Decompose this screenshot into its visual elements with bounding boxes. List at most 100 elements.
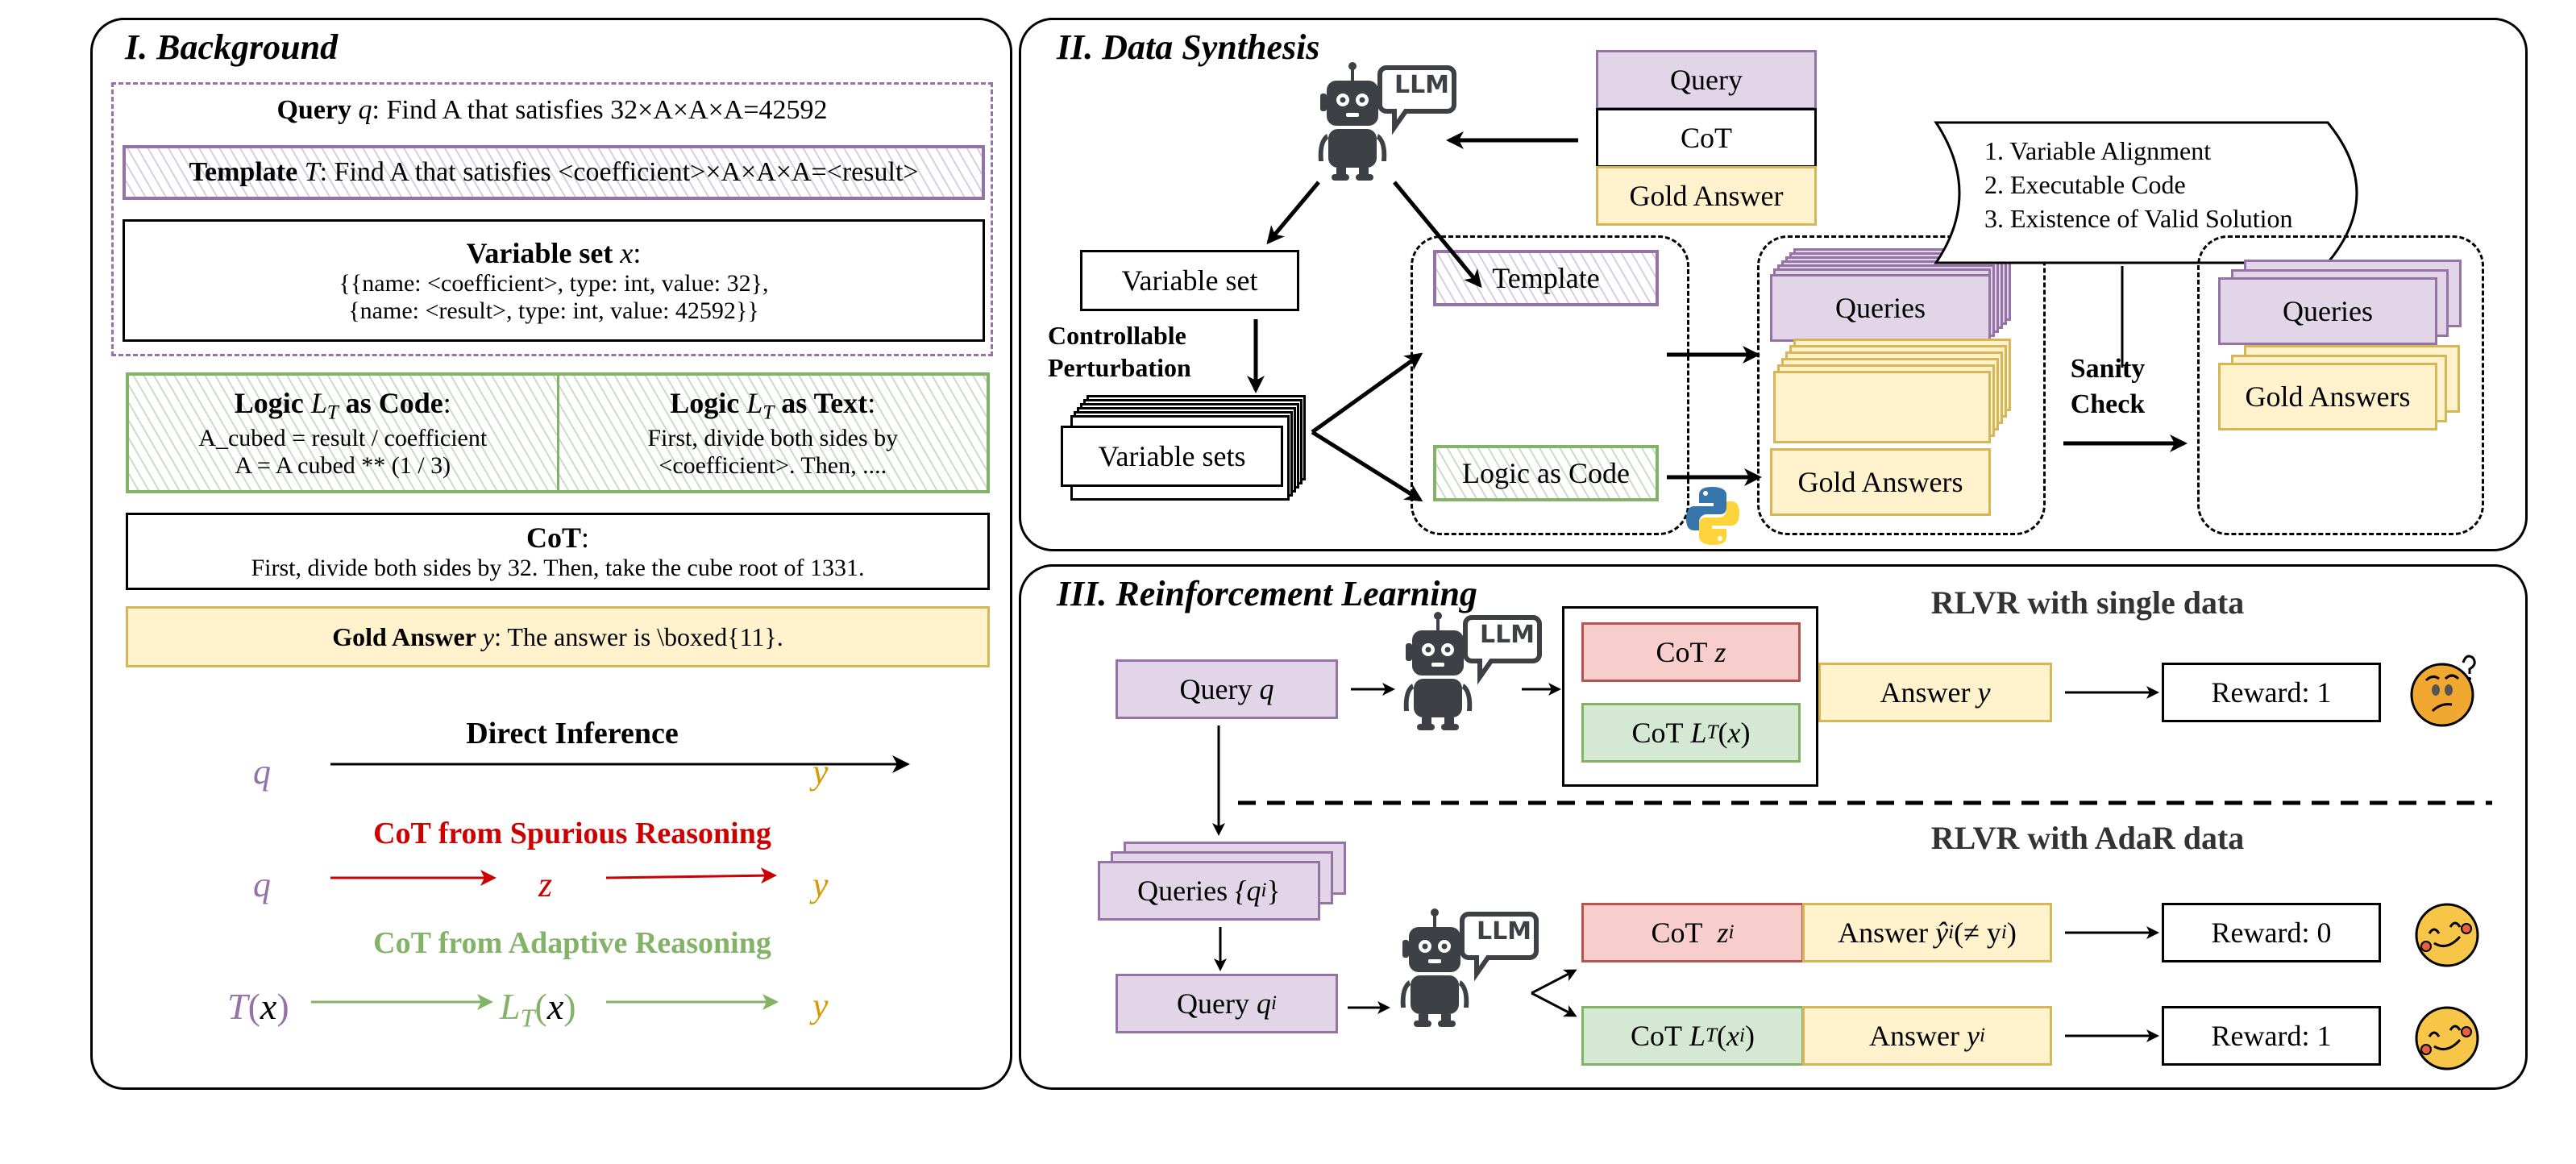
logic-as-code: Logic LT as Code: A_cubed = result / coe… [129,376,559,490]
smiling-face-icon [2415,903,2479,967]
llm-to-variable-set-arrow [1266,181,1320,245]
spurious-mid-z: z [538,865,553,904]
adaptive-to-y: y [812,986,829,1025]
queries-label: Queries [1137,875,1228,907]
direct-from-q: q [253,752,271,792]
logic-fn: L [1689,1020,1706,1052]
queries-var: {q [1235,875,1261,907]
colon: : [442,387,451,420]
llm-bubble-label: LLM [1394,71,1450,99]
x-arg: x [260,986,277,1027]
adar-data-heading: RLVR with AdaR data [1930,820,2245,856]
panel-title: II. Data Synthesis [1057,27,1320,67]
variable-set-label: Variable set [466,237,613,269]
colon: : [581,522,590,554]
python-icon [1686,487,1739,545]
seed-cot: CoT [1596,108,1817,168]
answer-sub: i [1948,921,1955,943]
perturbation-line1: Controllable [1048,321,1186,350]
answer-label: Answer [1869,1020,1959,1052]
logic-var: L [746,387,763,420]
answer-label: Answer [1838,917,1929,949]
variable-set-node: Variable set [1080,250,1299,311]
reward-single-node: Reward: 1 [2162,663,2381,722]
x-arg: x [546,986,564,1027]
to-logic-arrow [1311,430,1423,502]
answer-not-equal: (≠ y [1954,917,2001,949]
cot-z-node: CoT z [1581,622,1801,682]
template-var: T [304,157,320,187]
robot-llm-icon: LLM [1398,609,1559,730]
cot-box: CoT: First, divide both sides by 32. The… [126,513,990,590]
cot-label: CoT [526,522,581,554]
llm-bubble-label: LLM [1479,621,1535,649]
reward-one-node: Reward: 1 [2162,1006,2381,1066]
adaptive-from: T(x) [227,986,289,1027]
variable-sets-node: Variable sets [1061,426,1283,487]
spurious-title: CoT from Spurious Reasoning [373,817,771,850]
query-sub: i [1270,992,1277,1014]
spurious-to-y: y [812,865,829,904]
logic-text-label: Logic [670,387,740,420]
sanity-line2: Check [2070,389,2146,419]
direct-inference-title: Direct Inference [466,717,679,750]
gold-answer-var: y [482,621,495,651]
robot-llm-icon: LLM [1394,906,1556,1027]
panel-title: I. Background [125,27,339,67]
seed-query: Query [1596,50,1817,110]
logic-sub: T [1706,721,1718,743]
confused-face-icon [2410,655,2476,727]
variable-set-var: x [620,237,634,269]
direct-to-y: y [812,752,829,792]
logic-code-suffix: as Code [345,387,443,420]
template-box: Template T: Find A that satisfies <coeff… [123,145,985,200]
to-template-arrow [1311,352,1423,434]
llm-bubble-label: LLM [1476,917,1532,946]
query-example: Query q: Find A that satisfies 32×A×A×A=… [121,90,983,131]
cot-text: First, divide both sides by 32. Then, ta… [251,555,865,581]
adaptive-title: CoT from Adaptive Reasoning [373,926,771,960]
logic-code-line1: A_cubed = result / coefficient [198,424,488,451]
robot-icon [1403,612,1542,730]
robot-icon [1400,908,1539,1027]
smiling-face-icon [2415,1006,2479,1070]
answer-close: ) [2006,917,2017,949]
answer-sub: i [2001,921,2007,943]
template-text: : Find A that satisfies <coefficient>×A×… [319,157,919,187]
reward-zero-node: Reward: 0 [2162,903,2381,962]
template-logic-group [1411,235,1689,535]
cot-label: CoT [1651,917,1703,949]
logic-as-code-node: Logic as Code [1433,445,1659,501]
sanity-line1: Sanity [2070,354,2146,384]
logic-text-line1: First, divide both sides by [647,424,899,451]
query-label: Query [276,95,352,125]
cot-var: z [1714,636,1726,668]
query-var: q [358,95,372,125]
perturbation-label: Controllable Perturbation [1048,319,1191,384]
seed-gold-answer: Gold Answer [1596,166,1817,226]
spurious-arrow-2 [605,867,777,884]
logic-box: Logic LT as Code: A_cubed = result / coe… [126,372,990,493]
answer-sub: i [1979,1025,1985,1046]
check-item: 2. Executable Code [1984,170,2186,199]
logic-code-line2: A = A cubed ** (1 / 3) [235,451,451,479]
variable-set-line2: {name: <result>, type: int, value: 42592… [348,297,759,324]
colon: : [867,387,876,420]
logic-sub: T [326,401,339,424]
logic-sub: T [762,401,775,424]
llm-to-row2-arrow [1531,991,1577,1017]
logic-text-suffix: as Text [781,387,868,420]
logic-sub: T [1706,1025,1718,1046]
template-label: Template [189,157,298,187]
generated-data-group [1757,235,2046,535]
gold-answer-label: Gold Answer [332,621,476,651]
adaptive-mid: LT(x) [500,986,576,1033]
sanity-checks-list: 1. Variable Alignment 2. Executable Code… [1984,134,2292,235]
robot-llm-icon: LLM [1312,60,1473,181]
x-arg: x [1727,717,1741,749]
query-var: q [1259,673,1274,705]
panel-title: III. Reinforcement Learning [1057,574,1477,613]
